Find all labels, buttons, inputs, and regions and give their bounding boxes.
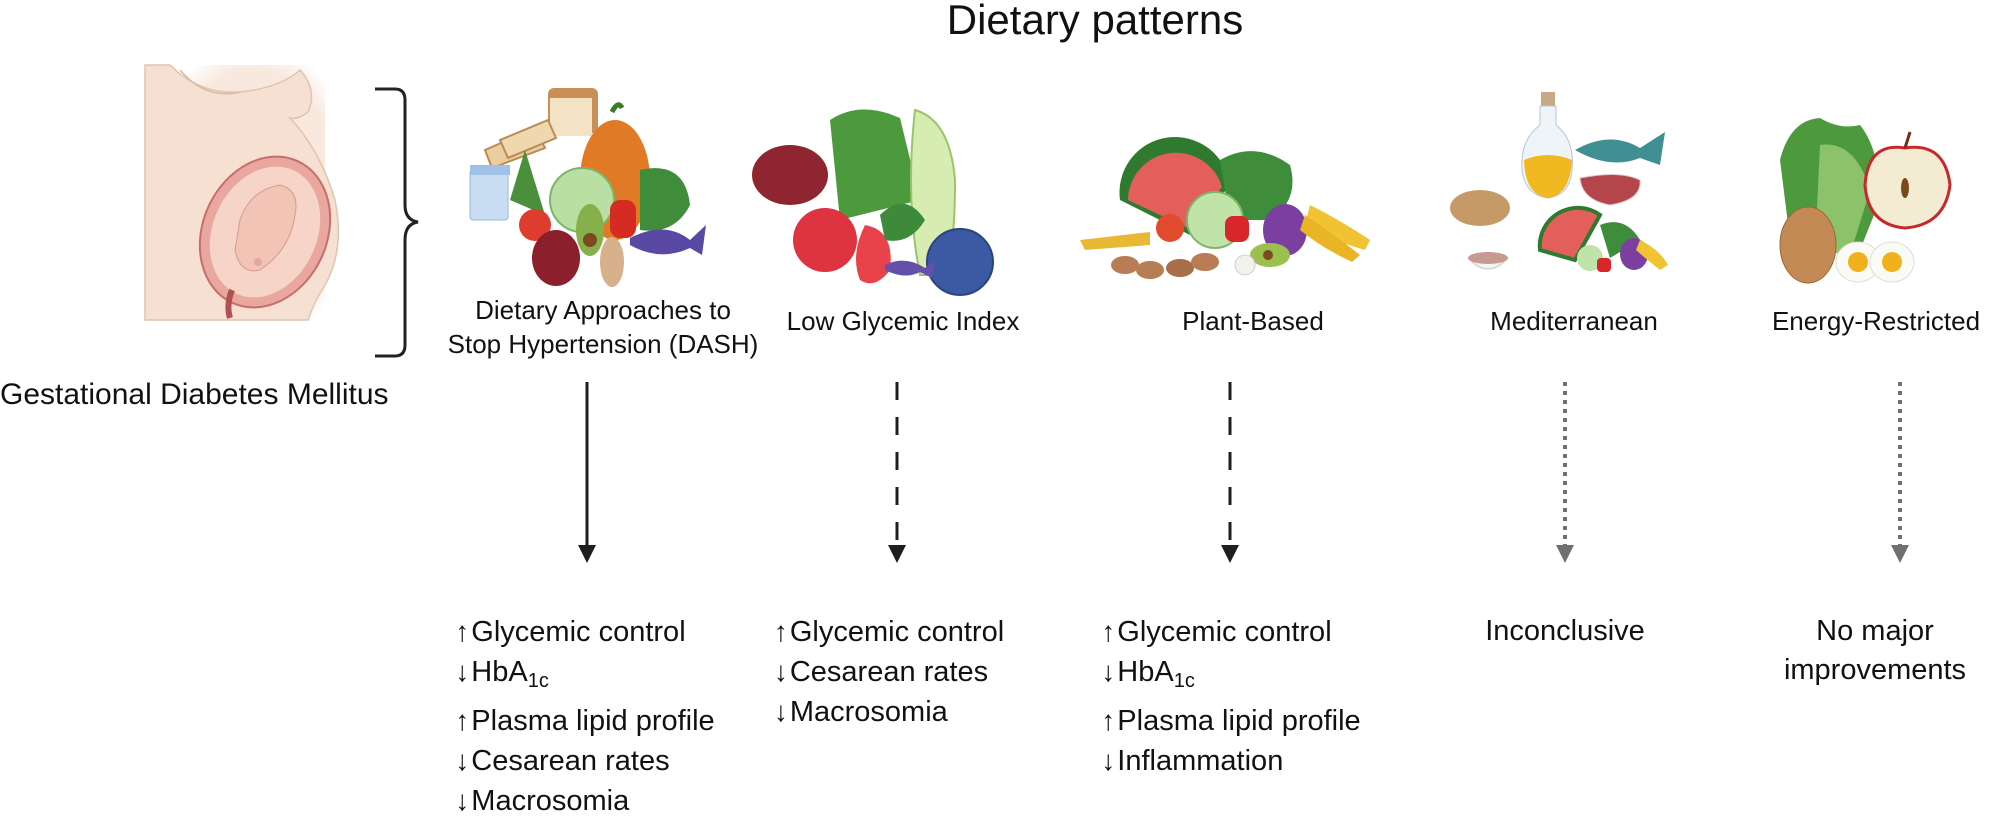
- outcome-item: ↓Cesarean rates: [453, 741, 714, 781]
- outcome-text: HbA: [471, 656, 528, 688]
- arrow-up-icon: ↑: [455, 705, 470, 736]
- arrow-down-icon: ↓: [1101, 656, 1116, 687]
- pattern-label-line: Dietary Approaches to: [475, 295, 731, 325]
- diagram-graphics: [144, 64, 1952, 563]
- outcomes-low-gi: ↑Glycemic control↓Cesarean rates↓Macroso…: [772, 612, 1004, 732]
- result-line: No major: [1816, 615, 1934, 647]
- pattern-label-mediterranean: Mediterranean: [1490, 304, 1658, 338]
- outcome-item: ↑Plasma lipid profile: [1099, 701, 1360, 741]
- result-mediterranean: Inconclusive: [1485, 612, 1645, 651]
- pattern-label-energy-restricted: Energy-Restricted: [1772, 304, 1980, 338]
- arrow-down-icon: ↓: [455, 745, 470, 776]
- outcome-text: Inflammation: [1117, 745, 1284, 777]
- pattern-label-line: Energy-Restricted: [1771, 306, 1981, 336]
- arrowhead-icon: [1891, 545, 1909, 563]
- outcome-item: ↓Macrosomia: [772, 692, 1004, 732]
- result-line: Inconclusive: [1485, 615, 1645, 647]
- arrow-up-icon: ↑: [773, 616, 788, 647]
- outcome-text: Glycemic control: [789, 616, 1005, 648]
- dash-food-icon: [469, 88, 706, 287]
- outcome-text: Glycemic control: [471, 616, 686, 648]
- arrow-down-icon: ↓: [1101, 745, 1116, 776]
- outcome-text: Macrosomia: [789, 696, 948, 728]
- brace-icon: [375, 87, 419, 358]
- arrowhead-icon: [578, 545, 596, 563]
- energy-restricted-food-icon: [1779, 118, 1952, 284]
- outcome-text: Macrosomia: [471, 785, 630, 817]
- outcome-subscript: 1c: [1173, 670, 1195, 692]
- outcome-subscript: 1c: [527, 670, 549, 692]
- pregnant-woman-icon: [144, 64, 340, 321]
- outcome-text: Plasma lipid profile: [1117, 705, 1361, 737]
- outcome-item: ↓Cesarean rates: [772, 652, 1004, 692]
- arrow-down-icon: ↓: [455, 785, 470, 816]
- arrow-down-icon: ↓: [455, 656, 470, 687]
- outcome-item: ↓HbA1c: [453, 652, 714, 701]
- outcome-text: HbA: [1117, 656, 1174, 688]
- result-line: improvements: [1783, 654, 1967, 686]
- outcome-item: ↓HbA1c: [1099, 652, 1360, 701]
- diagram-title: Dietary patterns: [946, 0, 1244, 43]
- low-glycemic-food-icon: [752, 108, 994, 296]
- arrow-up-icon: ↑: [1101, 616, 1116, 647]
- arrowhead-icon: [888, 545, 906, 563]
- arrow-up-icon: ↑: [455, 616, 470, 647]
- arrowhead-icon: [1556, 545, 1574, 563]
- outcome-item: ↓Macrosomia: [453, 781, 714, 821]
- outcome-item: ↓Inflammation: [1099, 741, 1360, 781]
- pattern-label-line: Stop Hypertension (DASH): [447, 329, 759, 359]
- arrowhead-icon: [1221, 545, 1239, 563]
- outcome-item: ↑Glycemic control: [1099, 612, 1360, 652]
- outcome-text: Cesarean rates: [471, 745, 670, 777]
- condition-label: Gestational Diabetes Mellitus: [0, 378, 389, 411]
- arrow-down-icon: ↓: [773, 696, 788, 727]
- outcome-item: ↑Glycemic control: [772, 612, 1004, 652]
- outcome-text: Plasma lipid profile: [471, 705, 715, 737]
- arrow-up-icon: ↑: [1101, 705, 1116, 736]
- pattern-label-plant-based: Plant-Based: [1182, 304, 1324, 338]
- pattern-label-line: Plant-Based: [1182, 306, 1324, 336]
- pattern-label-line: Mediterranean: [1490, 306, 1658, 336]
- arrow-down-icon: ↓: [773, 656, 788, 687]
- outcomes-plant-based: ↑Glycemic control↓HbA1c↑Plasma lipid pro…: [1099, 612, 1360, 781]
- pattern-label-low-gi: Low Glycemic Index: [787, 304, 1020, 338]
- outcome-item: ↑Plasma lipid profile: [453, 701, 714, 741]
- outcome-text: Cesarean rates: [789, 656, 989, 688]
- outcome-item: ↑Glycemic control: [453, 612, 714, 652]
- pattern-label-dash: Dietary Approaches to Stop Hypertension …: [448, 293, 759, 361]
- outcome-text: Glycemic control: [1117, 616, 1332, 648]
- plant-based-food-icon: [1080, 136, 1370, 279]
- pattern-label-line: Low Glycemic Index: [786, 306, 1020, 336]
- outcomes-dash: ↑Glycemic control↓HbA1c↑Plasma lipid pro…: [453, 612, 714, 821]
- result-energy-restricted: No major improvements: [1784, 612, 1966, 690]
- mediterranean-food-icon: [1450, 92, 1668, 272]
